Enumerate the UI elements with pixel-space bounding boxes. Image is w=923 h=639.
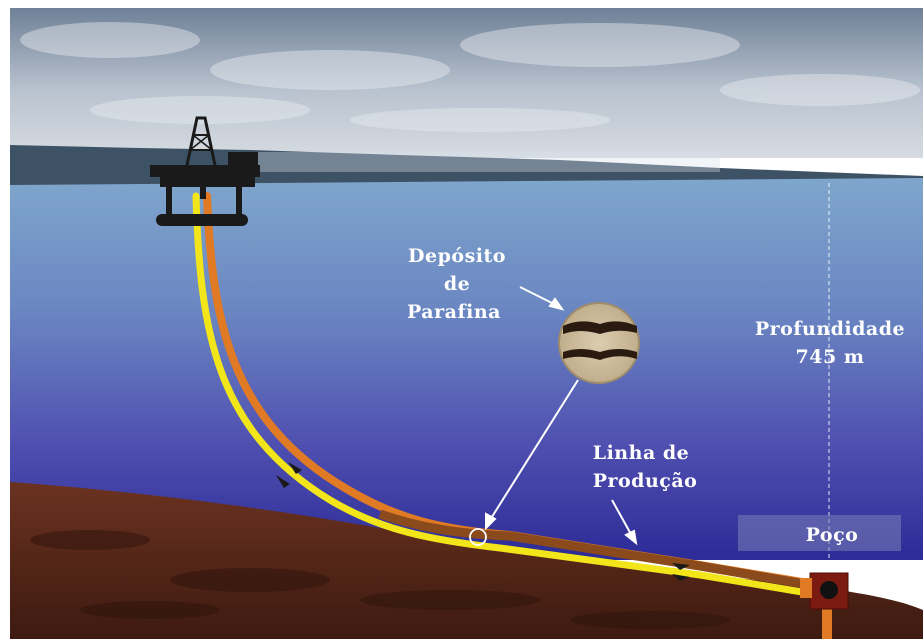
production-line-label-line1: Linha de	[593, 442, 690, 464]
production-line-label-line2: Produção	[593, 470, 698, 492]
seabed-texture	[30, 530, 730, 629]
production-line-brown-segment	[378, 509, 806, 589]
pointer-arrows	[485, 286, 638, 546]
well-label-box	[738, 515, 901, 551]
clouds	[20, 22, 920, 132]
horizon-glare	[250, 152, 720, 172]
deposit-label-line3: Parafina	[407, 301, 501, 323]
sky	[10, 8, 923, 158]
production-line-yellow	[192, 192, 824, 599]
deposit-label-line1: Depósito	[408, 245, 506, 267]
oil-platform-icon	[150, 116, 260, 226]
magnifier-inset-icon	[558, 302, 640, 384]
depth-label-line1: Profundidade	[755, 318, 905, 340]
sea	[10, 178, 923, 560]
well-label: Poço	[806, 524, 859, 546]
paraffin-point-marker	[469, 528, 487, 546]
depth-label-line2: 745 m	[796, 346, 865, 368]
flow-arrow-icon	[276, 462, 690, 581]
deposit-label-line2: de	[444, 273, 470, 295]
wellhead-icon	[800, 572, 849, 639]
seabed	[10, 482, 923, 639]
